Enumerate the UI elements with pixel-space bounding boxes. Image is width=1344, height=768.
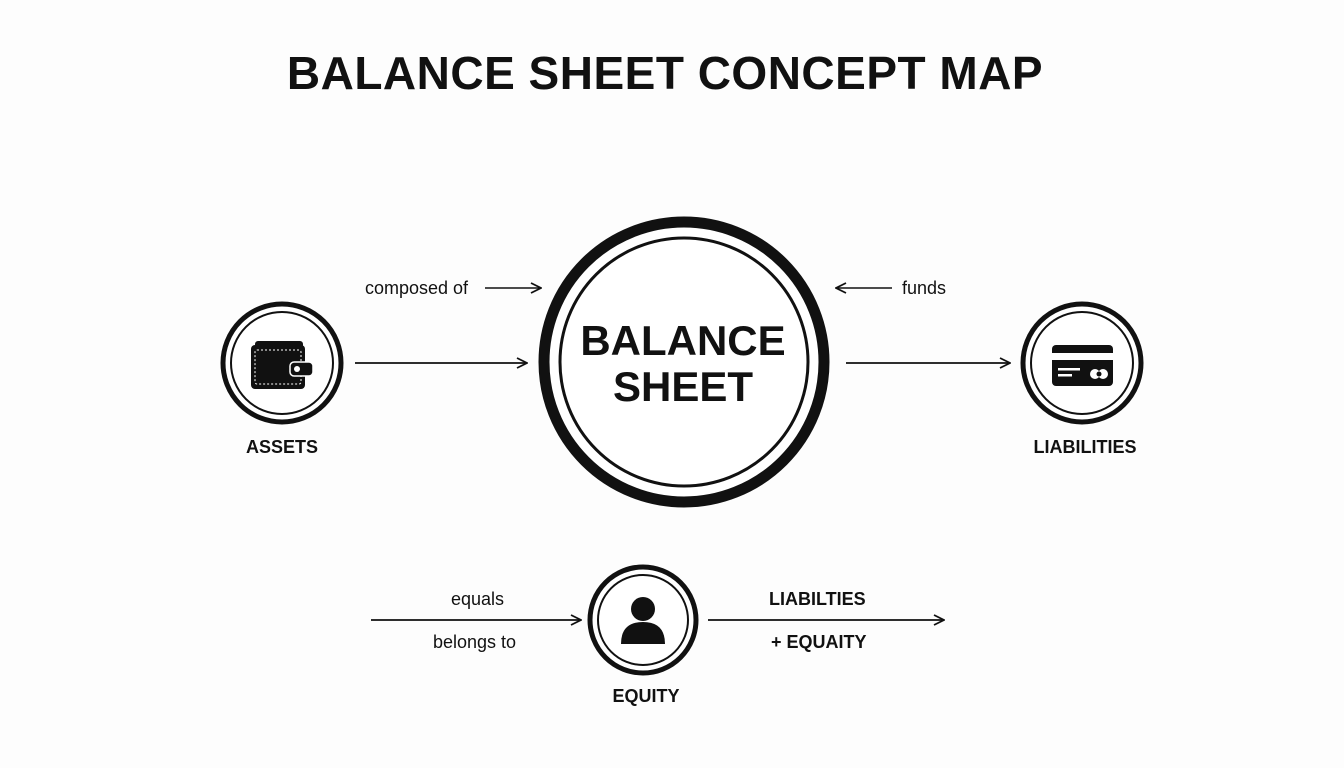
- person-icon: [621, 597, 665, 644]
- page-title: BALANCE SHEET CONCEPT MAP: [286, 47, 1044, 99]
- equity-node: [587, 564, 699, 676]
- edge-label-plus-equity: + EQUAITY: [771, 632, 867, 652]
- liabilities-label: LIABILITIES: [1033, 437, 1137, 457]
- balance-sheet-label: BALANCE SHEET: [580, 318, 786, 410]
- balance-sheet-line-2: SHEET: [612, 363, 754, 410]
- equity-label: EQUITY: [612, 686, 680, 706]
- edge-label-liabilities: LIABILTIES: [769, 589, 866, 609]
- edge-label-composed-of: composed of: [365, 278, 469, 298]
- edge-label-belongs-to: belongs to: [433, 632, 517, 652]
- wallet-icon: [251, 341, 314, 389]
- balance-sheet-node: [538, 216, 830, 508]
- balance-sheet-line-1: BALANCE: [580, 317, 786, 364]
- liabilities-node: [1020, 301, 1144, 425]
- assets-node: [220, 301, 344, 425]
- edge-label-equals: equals: [451, 589, 505, 609]
- assets-label: ASSETS: [245, 437, 319, 457]
- edge-label-funds: funds: [902, 278, 947, 298]
- credit-card-icon: [1052, 345, 1113, 386]
